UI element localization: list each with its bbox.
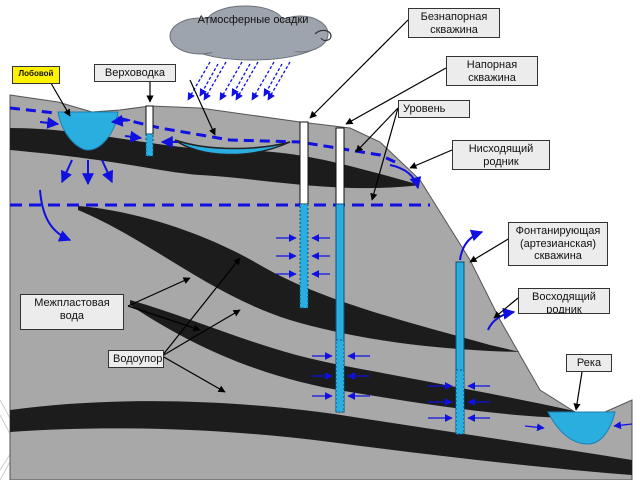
aquiclude-label: Водоупор (108, 350, 164, 368)
river-water (547, 411, 616, 445)
river-label: Река (566, 354, 612, 372)
precipitation-arrows (187, 61, 291, 101)
perched-well-screen (145, 133, 154, 157)
artesian-well-label: Фонтанирующая (артезианская) скважина (508, 222, 608, 266)
aquiclude-layer-middle (78, 206, 520, 352)
artesian-well-screen (455, 369, 465, 435)
perched-well-casing (145, 105, 154, 135)
pressure-well-screen (335, 339, 345, 413)
interstratal-water-label: Межпластовая вода (20, 294, 124, 330)
cloud-icon (169, 5, 332, 61)
well-inflow-arrows (276, 234, 633, 432)
ascending-spring-label: Восходящий родник (518, 288, 610, 314)
descending-spring-label: Нисходящий родник (452, 140, 550, 170)
precipitation-label: Атмосферные осадки (197, 14, 309, 26)
pressureless-well-casing (299, 121, 309, 205)
water-table-line (9, 106, 56, 115)
aquiclude-layer-upper (10, 128, 420, 189)
pressureless-well-screen (299, 203, 309, 309)
aquiclude-layer-bottom (10, 401, 632, 475)
level-label: Уровень (398, 100, 470, 118)
perched-water-lens (174, 139, 291, 156)
verkhovodka-label: Верховодка (94, 64, 176, 82)
pressure-well-label: Напорная скважина (446, 56, 538, 86)
pressure-well-casing (335, 127, 345, 205)
pressureless-well-label: Безнапорная скважина (408, 8, 500, 38)
lobovoy-label: Лобовой (12, 66, 60, 84)
